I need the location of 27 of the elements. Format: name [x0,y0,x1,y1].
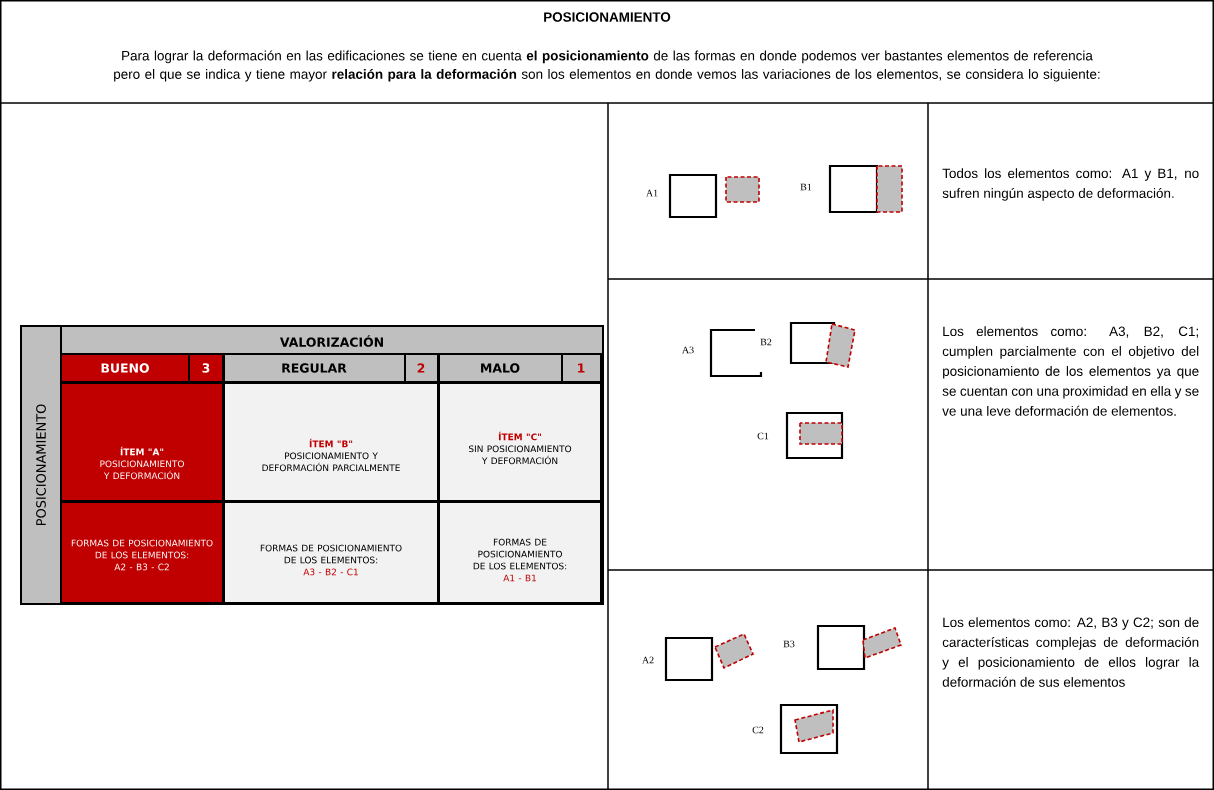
intro-paragraph: Para lograr la deformación en las edificaciones se tiene en cuenta el posicionamiento de las formas en donde podemos ver bastantes elementos de referencia pero el que se indica y tiene mayor relación para la deformación son los elementos en donde vemos las variaciones de los elementos, se considera lo siguiente: [114,50,1100,82]
header-cell: MALO [440,355,561,381]
score-cell: 3 [190,355,222,381]
shape-label: B3 [783,640,795,648]
title: POSICIONAMIENTO [544,12,671,22]
description-text: Los elementos como: A3, B2, C1; cumplen parcialmente con el objetivo del posicionamiento de los elementos ya que se cuentan con una proximidad en ella y se ve una leve deformación de elementos. [942,326,1199,416]
shape-label: A3 [682,346,694,354]
score-cell: 2 [406,355,437,381]
header-cell: VALORIZACIÓN [62,327,602,353]
table-cell: FORMAS DE POSICIONAMIENTO DE LOS ELEMENTOS: A1 - B1 [440,503,600,602]
description-text: Todos los elementos como: A1 y B1, no sufren ningún aspecto de deformación. [942,168,1199,201]
shape-label: C2 [752,726,764,734]
shape-label: C1 [757,432,769,440]
table-cell: FORMAS DE POSICIONAMIENTO DE LOS ELEMENTOS: A3 - B2 - C1 [225,503,437,602]
shape-label: B2 [760,338,772,346]
table-cell: FORMAS DE POSICIONAMIENTO DE LOS ELEMENTOS: A2 - B3 - C2 [62,503,222,602]
score-cell: 1 [563,355,600,381]
table-cell: ÍTEM "A" POSICIONAMIENTO Y DEFORMACIÓN [62,384,222,500]
shape-label: B1 [800,183,812,191]
header-cell: BUENO [62,355,188,381]
header-cell: REGULAR [225,355,404,381]
table-cell: ÍTEM "C" SIN POSICIONAMIENTO Y DEFORMACIÓN [440,384,600,500]
table-cell: ÍTEM "B" POSICIONAMIENTO Y DEFORMACIÓN PARCIALMENTE [225,384,437,500]
shape-label: A2 [642,656,654,664]
shape-label: A1 [646,189,658,197]
description-text: Los elementos como: A2, B3 y C2; son de características complejas de deformación y el posicionamiento de ellos lograr la deformación de sus elementos [942,617,1200,687]
row-header-cell: POSICIONAMIENTO [22,327,60,603]
